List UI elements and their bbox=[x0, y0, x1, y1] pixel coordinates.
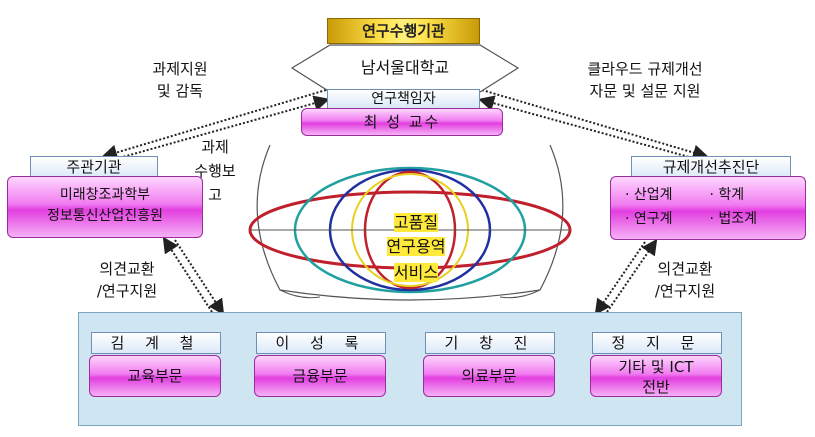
university-name: 남서울대학교 bbox=[360, 58, 450, 77]
principal-investigator-name: 최 성 교수 bbox=[301, 108, 503, 136]
dept-person-1: 김 계 철 bbox=[91, 332, 221, 354]
dept-person-3: 기 창 진 bbox=[425, 332, 555, 354]
dept-body-3: 의료부문 bbox=[423, 355, 555, 397]
annotation-exchange-left: 의견교환 /연구지원 bbox=[96, 260, 158, 300]
dept-body-4-line: 기타 및 ICT bbox=[618, 358, 694, 376]
arrow-left-to-bottom bbox=[174, 239, 225, 316]
university-hexagon bbox=[290, 44, 520, 93]
annotation-report: 과제 수행보 고 bbox=[194, 138, 236, 204]
regulation-team-item: · 산업계 bbox=[625, 187, 673, 203]
center-line-1: 고품질 bbox=[393, 213, 439, 232]
annotation-exchange-right: 의견교환 /연구지원 bbox=[654, 260, 716, 300]
annotation-cloud-advice: 클라우드 규제개선 자문 및 설문 지원 bbox=[587, 60, 703, 100]
principal-investigator-title: 연구책임자 bbox=[327, 89, 480, 109]
center-line-2: 연구용역 bbox=[386, 237, 446, 256]
annotation-support: 과제지원 및 감독 bbox=[152, 60, 208, 100]
dept-person-4: 정 지 문 bbox=[592, 332, 722, 354]
regulation-team-item: · 법조계 bbox=[709, 211, 757, 227]
regulation-team-item: · 연구계 bbox=[625, 211, 673, 227]
host-agency-line: 정보통신산업진흥원 bbox=[47, 208, 163, 224]
dept-body-4: 기타 및 ICT 전반 bbox=[590, 355, 722, 397]
research-institute-title: 연구수행기관 bbox=[327, 18, 480, 44]
dept-person-2: 이 성 록 bbox=[256, 332, 386, 354]
host-agency-line: 미래창조과학부 bbox=[59, 187, 151, 203]
center-line-3: 서비스 bbox=[393, 263, 439, 282]
regulation-team-item: · 학계 bbox=[709, 187, 745, 203]
regulation-team-title: 규제개선추진단 bbox=[631, 156, 791, 178]
dept-body-4-line: 전반 bbox=[642, 378, 670, 396]
dept-body-1: 교육부문 bbox=[89, 355, 221, 397]
host-agency-title: 주관기관 bbox=[30, 156, 158, 178]
regulation-team-body: · 산업계 · 학계 · 연구계 · 법조계 bbox=[610, 176, 806, 240]
service-globe bbox=[248, 144, 572, 301]
host-agency-body: 미래창조과학부 정보통신산업진흥원 bbox=[7, 176, 203, 238]
dept-body-2: 금융부문 bbox=[254, 355, 386, 397]
